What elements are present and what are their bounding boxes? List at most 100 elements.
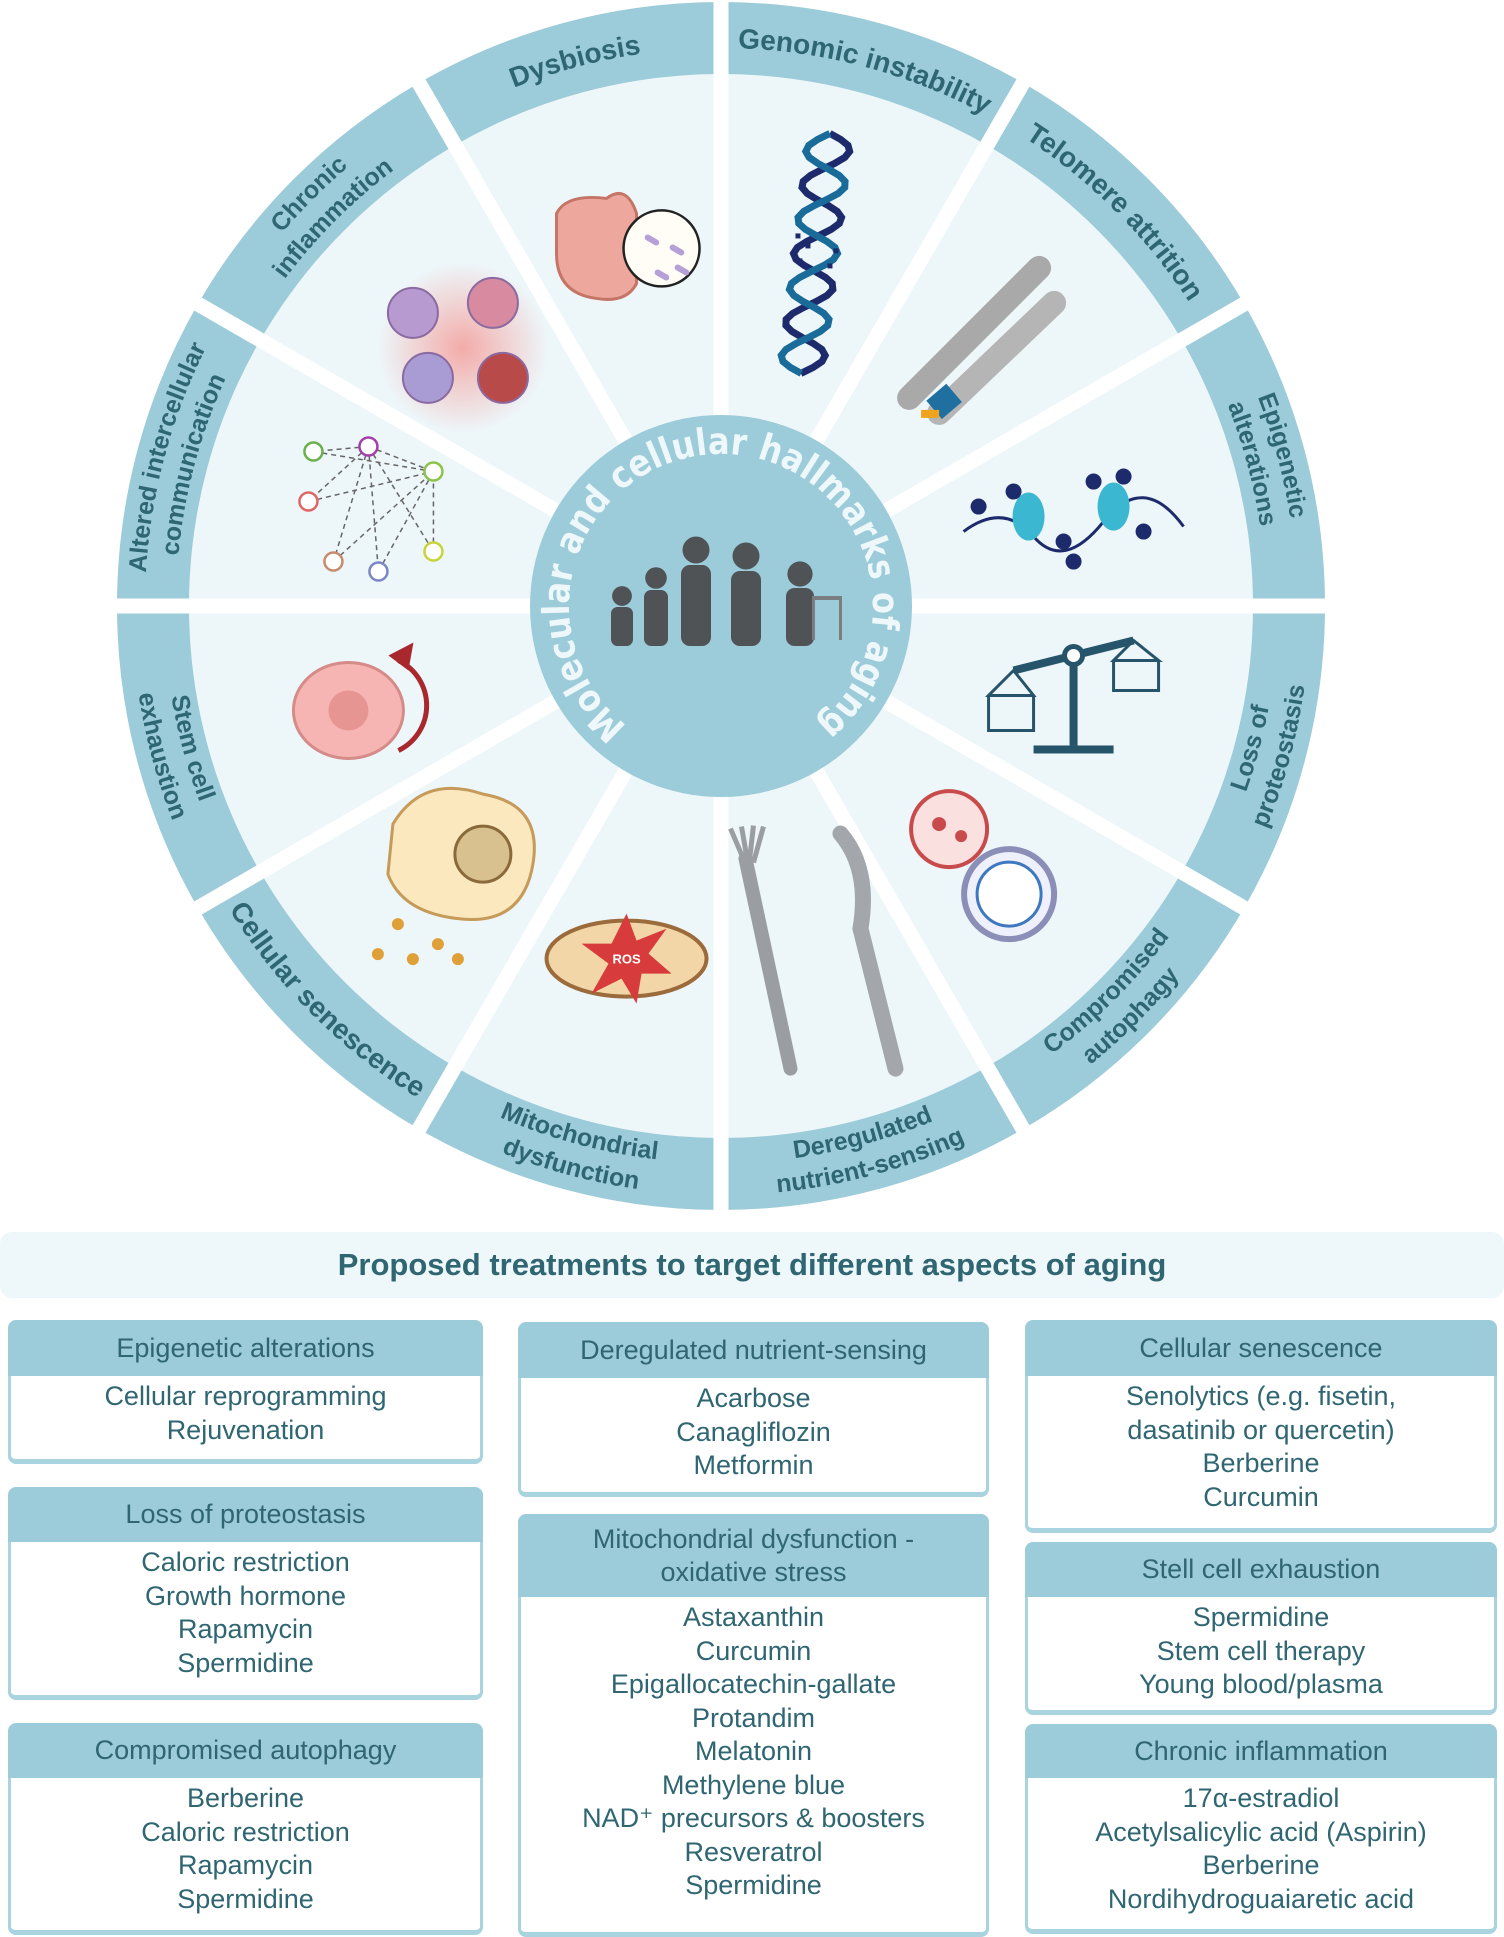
segment-divider: [807, 74, 1032, 449]
treatment-item: Spermidine: [177, 1647, 314, 1678]
nucleosome-chromatin-icon: [962, 468, 1185, 570]
human-life-stages-icon: [611, 536, 842, 646]
stem-cell-renewal-icon: [291, 642, 430, 760]
treatments-title: Proposed treatments to target different …: [0, 1232, 1504, 1298]
immune-cells-icon: [377, 262, 548, 433]
treatment-item: Spermidine: [685, 1870, 822, 1900]
hallmark-segment: [117, 304, 556, 606]
segment-band: [419, 1066, 721, 1210]
segment-divider: [878, 295, 1253, 520]
title-line: Epigenetic alterations: [116, 1332, 375, 1363]
segment-band: [197, 82, 455, 340]
autophagosome-lysosome-icon: [909, 789, 1058, 943]
treatment-item: Spermidine: [1192, 1602, 1330, 1632]
title-line: Loss of proteostasis: [125, 1499, 366, 1529]
hallmark-segment: [816, 82, 1245, 511]
treatment-item: Stem cell therapy: [1156, 1635, 1366, 1666]
title-line: Compromised autophagy: [94, 1735, 397, 1765]
segment-area: [816, 145, 1182, 511]
treatment-item: Melatonin: [694, 1736, 813, 1766]
treatment-item: Resveratrol: [684, 1836, 823, 1867]
treatment-item: Nordihydroguaiaretic acid: [1107, 1883, 1415, 1914]
segment-band: [987, 82, 1245, 340]
title-line: Deregulated nutrient-sensing: [580, 1334, 927, 1365]
treatment-item: Acetylsalicylic acid (Aspirin): [1095, 1816, 1427, 1847]
balance-scale-icon: [984, 636, 1163, 754]
segment-band: [117, 606, 261, 908]
treatment-item: Caloric restriction: [141, 1547, 350, 1577]
senescent-cell-icon: [371, 786, 536, 966]
treatment-box-title: Compromised autophagy: [8, 1723, 483, 1778]
treatment-box: Mitochondrial dysfunction -oxidative str…: [518, 1514, 989, 1937]
segment-divider: [189, 295, 564, 520]
segment-area: [886, 340, 1253, 606]
broken-dna-helix-icon: [777, 130, 854, 377]
treatment-item: Curcumin: [695, 1635, 812, 1666]
treatment-item: Berberine: [186, 1783, 305, 1813]
treatment-item: Caloric restriction: [141, 1816, 350, 1847]
treatment-item: Spermidine: [177, 1883, 314, 1914]
segment-band: [1181, 304, 1325, 606]
segment-divider: [189, 692, 564, 917]
center-circle: [530, 415, 912, 797]
treatment-item: Astaxanthin: [682, 1602, 825, 1632]
segment-divider: [878, 692, 1253, 917]
treatment-item: Berberine: [1202, 1850, 1320, 1880]
ros-label: ROS: [612, 952, 641, 967]
treatment-item: Cellular reprogramming: [104, 1381, 387, 1411]
treatment-item: 17α-estradiol: [1182, 1783, 1340, 1813]
segment-band: [987, 872, 1245, 1130]
fork-knife-icon: [728, 825, 904, 1077]
hallmark-segment: [886, 304, 1325, 606]
treatment-item: Protandim: [691, 1702, 816, 1733]
treatment-item: Senolytics (e.g. fisetin,: [1125, 1381, 1397, 1411]
treatment-item: Rejuvenation: [166, 1414, 325, 1445]
treatment-item: Rapamycin: [177, 1614, 314, 1644]
treatment-item: Acarbose: [696, 1383, 811, 1413]
treatment-box-title: Deregulated nutrient-sensing: [518, 1322, 989, 1378]
segment-band: [197, 872, 455, 1130]
segment-divider: [807, 763, 1032, 1138]
segment-band: [1181, 606, 1325, 908]
treatment-item: Berberine: [1202, 1448, 1320, 1478]
cell-network-icon: [298, 436, 444, 582]
title-line: Mitochondrial dysfunction -: [592, 1523, 915, 1554]
segment-divider: [410, 74, 635, 449]
segment-band: [721, 1066, 1023, 1210]
treatment-item: Growth hormone: [144, 1580, 347, 1611]
mitochondrion-ros-icon: ROS: [544, 913, 709, 1004]
title-line: oxidative stress: [660, 1556, 847, 1587]
treatment-item: Rapamycin: [177, 1850, 314, 1880]
treatment-item: Curcumin: [1203, 1481, 1319, 1512]
segment-band: [117, 304, 261, 606]
intestine-microbiome-icon: [555, 192, 701, 301]
treatment-item: Young blood/plasma: [1139, 1669, 1383, 1699]
treatment-list: Senolytics (e.g. fisetin,dasatinib or qu…: [1025, 1376, 1497, 1533]
title-line: Chronic inflammation: [1134, 1735, 1388, 1766]
treatment-item: Canagliflozin: [676, 1416, 831, 1447]
treatment-box-title: Epigenetic alterations: [8, 1320, 483, 1376]
title-line: Cellular senescence: [1139, 1332, 1383, 1363]
treatment-item: dasatinib or quercetin): [1127, 1414, 1395, 1445]
segment-band: [419, 2, 721, 146]
treatment-box-title: Loss of proteostasis: [8, 1487, 483, 1542]
segment-band: [721, 2, 1023, 146]
treatment-box-title: Stell cell exhaustion: [1025, 1542, 1497, 1597]
treatment-item: Epigallocatechin-gallate: [610, 1669, 897, 1699]
treatment-box-title: Cellular senescence: [1025, 1320, 1497, 1376]
segment-divider: [410, 763, 635, 1138]
